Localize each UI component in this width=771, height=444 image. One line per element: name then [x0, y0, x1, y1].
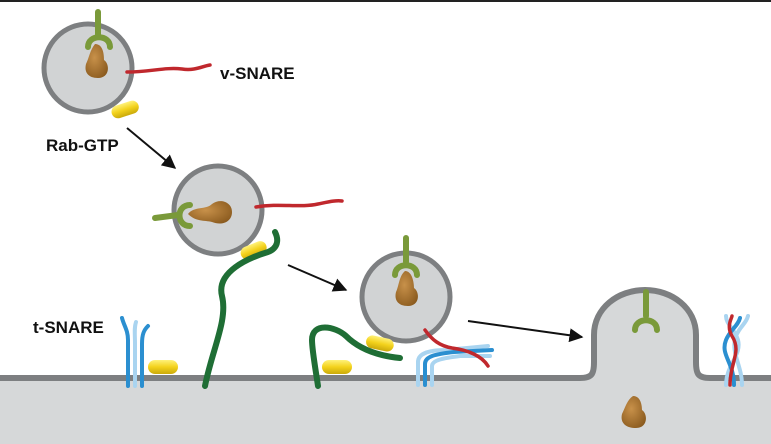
- cargo-protein-icon: [395, 271, 418, 306]
- t-snare-icon: [120, 316, 150, 388]
- vesicle-2: [152, 163, 344, 389]
- t-snare-icon: [416, 344, 494, 387]
- cargo-receptor-icon: [392, 235, 420, 278]
- rab-gtp-icon: [366, 335, 394, 352]
- rab-gtp-icon: [240, 241, 267, 260]
- vesicle-3: [308, 235, 494, 389]
- v-snare-icon: [423, 328, 490, 368]
- rab-gtp-label: Rab-GTP: [46, 136, 119, 155]
- cell-interior: [0, 290, 771, 444]
- cargo-protein-icon: [85, 44, 108, 78]
- tether-protein-icon: [202, 229, 281, 389]
- vesicle-1: [41, 9, 212, 119]
- cargo-protein-icon: [621, 396, 646, 428]
- t-snare-label: t-SNARE: [33, 318, 104, 337]
- rab-gtp-icon: [111, 100, 139, 119]
- cargo-receptor-icon: [85, 9, 113, 50]
- tether-protein-icon: [308, 324, 403, 389]
- rab-gtp-icon: [322, 360, 352, 374]
- cargo-receptor-icon: [152, 202, 193, 229]
- arrow-step-3: [467, 320, 584, 343]
- v-snare-label: v-SNARE: [220, 64, 295, 83]
- v-snare-icon: [727, 314, 738, 387]
- rab-gtp-icon: [148, 360, 178, 374]
- cargo-protein-icon: [188, 201, 232, 224]
- arrow-step-1: [126, 127, 177, 169]
- v-snare-icon: [125, 63, 212, 74]
- arrow-step-2: [287, 264, 348, 292]
- cargo-receptor-icon: [632, 289, 660, 333]
- v-snare-icon: [254, 199, 344, 209]
